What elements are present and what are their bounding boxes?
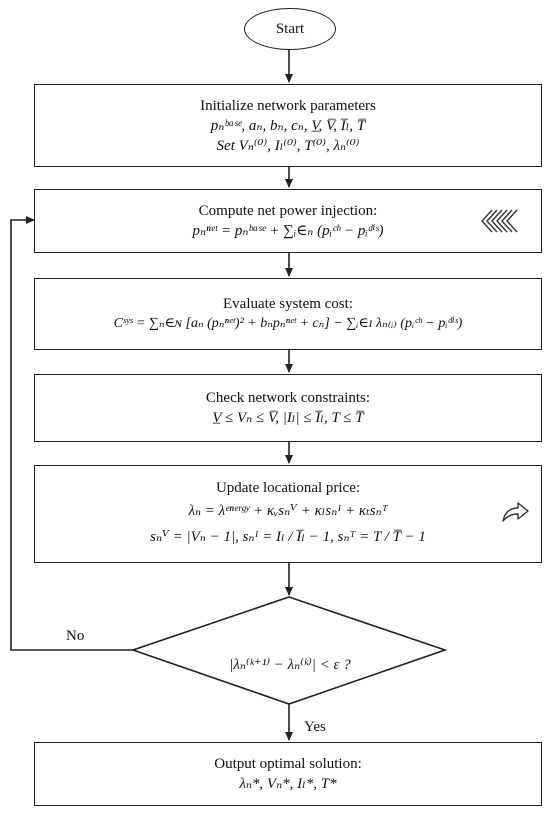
decision-diamond (130, 596, 448, 705)
injection-equation: pₙⁿᵉᵗ = pₙᵇᵃˢᵉ + ∑ᵢ∈ₙ (pᵢᶜʰ − pᵢᵈⁱˢ) (192, 223, 384, 239)
curved-arrow-right-icon (502, 502, 529, 522)
output-values: λₙ*, Vₙ*, Iₗ*, T* (239, 776, 337, 792)
init-set: Set Vₙ⁽⁰⁾, Iₗ⁽⁰⁾, T⁽⁰⁾, λₙ⁽⁰⁾ (216, 137, 360, 154)
yes-label: Yes (304, 719, 326, 735)
price-equation: λₙ = λᵉⁿᵉʳᵍʸ + κᵥsₙⱽ + κₗsₙᴵ + κₜsₙᵀ (188, 503, 388, 519)
arrow-no-loop (10, 216, 133, 651)
decision-condition: |λₙ⁽ᵏ⁺¹⁾ − λₙ⁽ᵏ⁾| < ε ? (229, 657, 351, 673)
start-label: Start (275, 21, 305, 37)
start-terminal: Start (244, 8, 336, 50)
init-params: pₙᵇᵃˢᵉ, aₙ, bₙ, cₙ, V̲, V̅, I̅ₗ, T̅ (210, 117, 366, 134)
cost-equation: Cˢʸˢ = ∑ₙ∈ɴ [aₙ (pₙⁿᵉᵗ)² + bₙpₙⁿᵉᵗ + cₙ]… (113, 316, 463, 331)
price-box: Update locational price: λₙ = λᵉⁿᵉʳᵍʸ + … (34, 465, 542, 563)
constraints-title: Check network constraints: (205, 390, 371, 406)
init-title: Initialize network parameters (200, 97, 376, 114)
constraints-box: Check network constraints: V̲ ≤ Vₙ ≤ V̅,… (34, 374, 542, 442)
constraints-equation: V̲ ≤ Vₙ ≤ V̅, |Iₗ| ≤ I̅ₗ, T ≤ T̅ (212, 410, 364, 426)
chevrons-left-icon (481, 209, 518, 233)
price-slack-equation: sₙⱽ = |Vₙ − 1|, sₙᴵ = Iₗ / I̅ₗ − 1, sₙᵀ … (150, 529, 426, 545)
output-title: Output optimal solution: (214, 756, 362, 772)
price-title: Update locational price: (215, 480, 361, 496)
cost-title: Evaluate system cost: (223, 296, 353, 312)
cost-box: Evaluate system cost: Cˢʸˢ = ∑ₙ∈ɴ [aₙ (p… (34, 278, 542, 350)
injection-box: Compute net power injection: pₙⁿᵉᵗ = pₙᵇ… (34, 189, 542, 253)
injection-title: Compute net power injection: (198, 203, 378, 219)
init-box: Initialize network parameters pₙᵇᵃˢᵉ, aₙ… (34, 84, 542, 167)
output-box: Output optimal solution: λₙ*, Vₙ*, Iₗ*, … (34, 742, 542, 806)
no-label: No (66, 628, 85, 644)
